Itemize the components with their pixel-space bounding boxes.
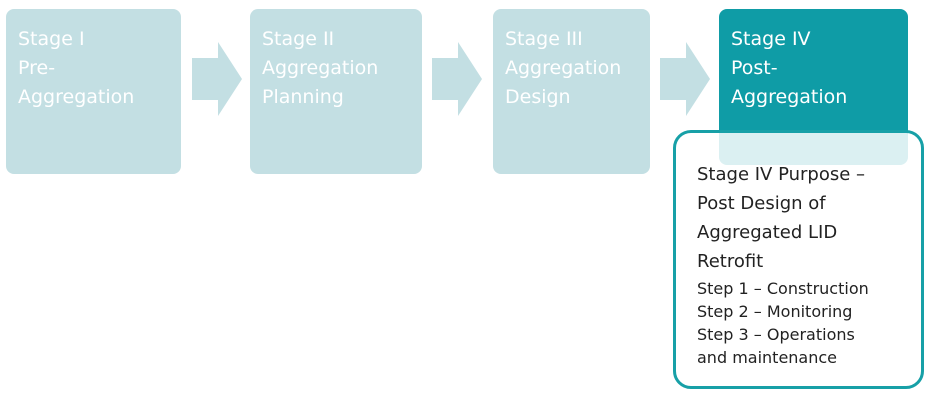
stage-3-box: Stage III Aggregation Design — [493, 9, 650, 174]
stage-2-label-line-2: Aggregation — [262, 57, 379, 79]
stage-1-label-line-1: Stage I — [18, 28, 85, 50]
detail-title-line-1: Stage IV Purpose – — [697, 164, 866, 185]
detail-title-line-2: Post Design of — [697, 193, 826, 214]
stage-2-box: Stage II Aggregation Planning — [250, 9, 422, 174]
arrow-right-icon — [192, 42, 242, 116]
stage-4-label-line-3: Aggregation — [731, 86, 848, 108]
stage-4-label-line-2: Post- — [731, 57, 778, 79]
stage-3-label-line-1: Stage III — [505, 28, 583, 50]
stage-1-label-line-2: Pre- — [18, 57, 56, 79]
detail-title-line-4: Retrofit — [697, 251, 764, 272]
detail-steps-list: Step 1 – Construction Step 2 – Monitorin… — [697, 277, 921, 369]
stage-3-label-line-2: Aggregation — [505, 57, 622, 79]
stage-2-label-line-1: Stage II — [262, 28, 335, 50]
stage-3-label-line-3: Design — [505, 86, 571, 108]
arrow-right-icon — [432, 42, 482, 116]
stage-4-label-line-1: Stage IV — [731, 28, 811, 50]
detail-step-line-2: Step 2 – Monitoring — [697, 302, 853, 321]
detail-title: Stage IV Purpose – Post Design of Aggreg… — [697, 160, 921, 276]
detail-step-line-4: and maintenance — [697, 348, 838, 367]
stage-1-label-line-3: Aggregation — [18, 86, 135, 108]
stage-1-box: Stage I Pre- Aggregation — [6, 9, 181, 174]
detail-step-line-1: Step 1 – Construction — [697, 279, 869, 298]
detail-title-line-3: Aggregated LID — [697, 222, 838, 243]
stage-4-detail-callout: Stage IV Purpose – Post Design of Aggreg… — [673, 130, 924, 389]
detail-step-line-3: Step 3 – Operations — [697, 325, 855, 344]
stage-2-label-line-3: Planning — [262, 86, 344, 108]
arrow-right-icon — [660, 42, 710, 116]
